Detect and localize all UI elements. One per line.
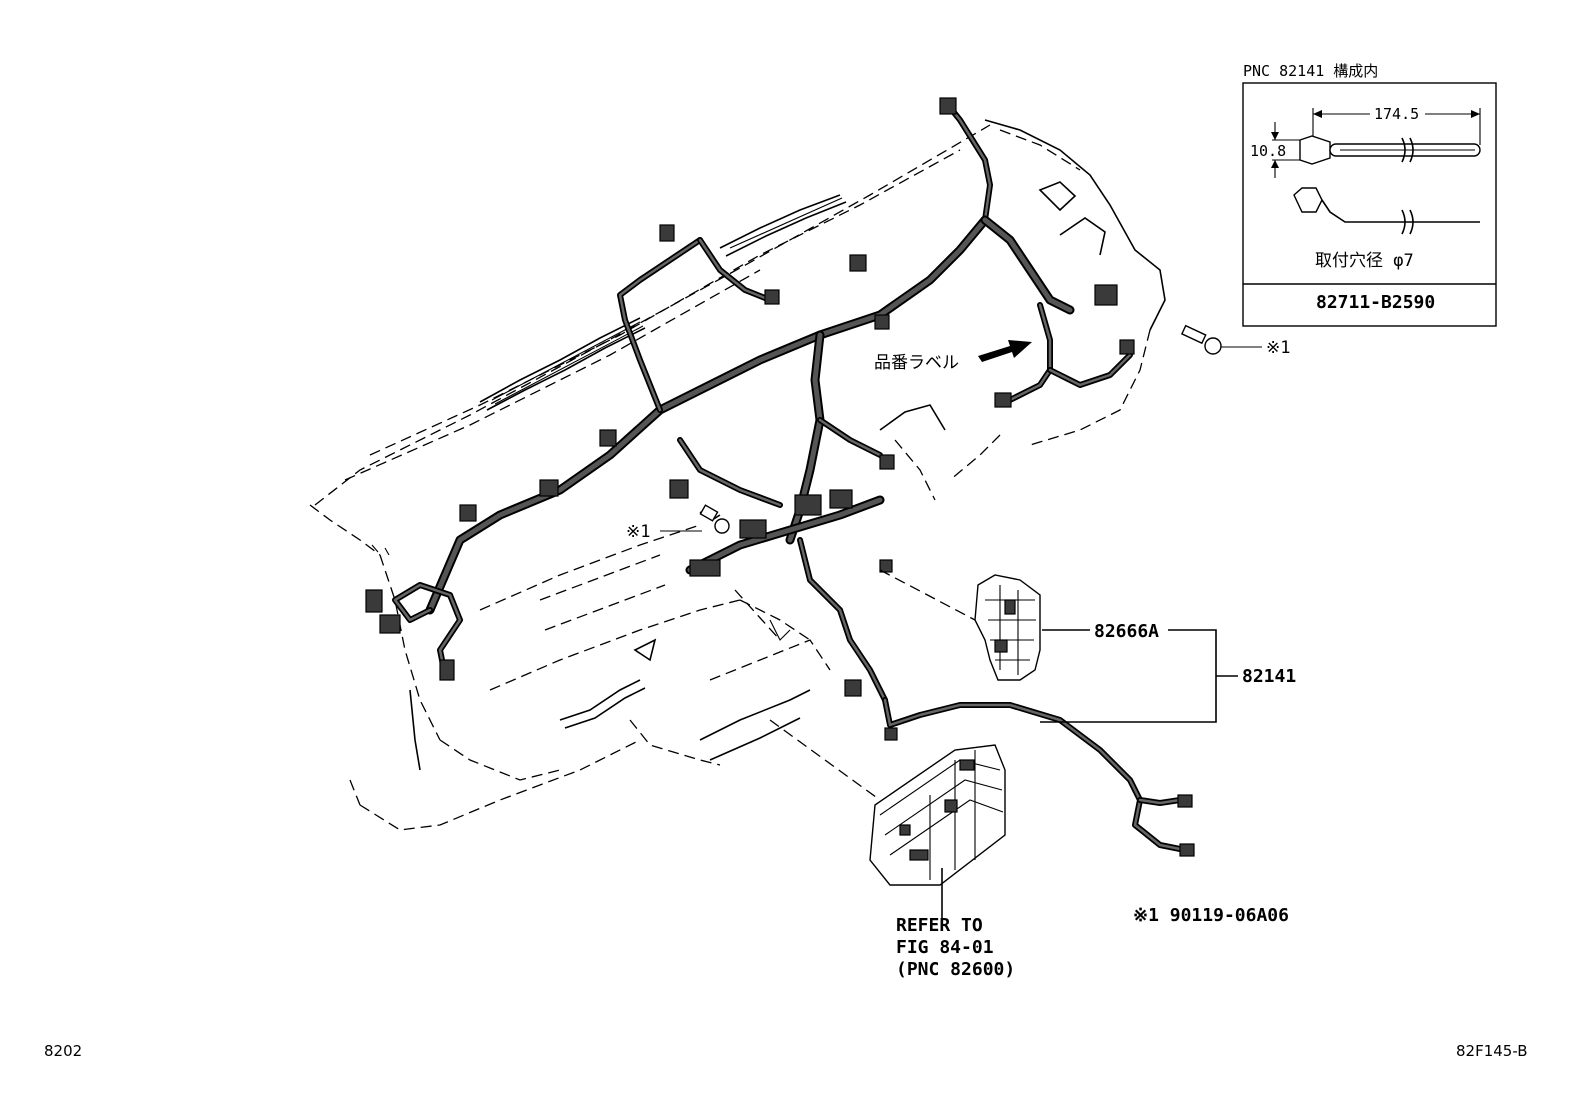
refer-line-2: FIG 84-01	[896, 937, 994, 958]
junction-block	[869, 744, 1006, 886]
bolt-ref-left: ※1	[626, 522, 650, 542]
refer-line-3: (PNC 82600)	[896, 959, 1015, 980]
wire-harness-part-number: 82141	[1242, 666, 1296, 687]
inset-box	[1242, 82, 1497, 327]
wire-harness-82141	[365, 97, 1195, 857]
footer-right-code: 82F145-B	[1456, 1042, 1528, 1060]
inset-header: PNC 82141 構成内	[1243, 62, 1378, 80]
footer-left-code: 8202	[44, 1042, 82, 1060]
relay-block-82666a	[974, 574, 1041, 681]
inset-part-number: 82711-B2590	[1316, 292, 1435, 313]
instrument-panel-outline	[309, 119, 1166, 831]
bolt-right	[1180, 324, 1222, 355]
inset-hole-note: 取付穴径 φ7	[1315, 251, 1414, 271]
refer-line-1: REFER TO	[896, 915, 983, 936]
label-arrow-icon	[978, 340, 1032, 362]
bolt-left	[699, 504, 730, 534]
inset-dimension-diameter: 10.8	[1250, 142, 1286, 160]
part-label-note: 品番ラベル	[874, 353, 959, 373]
relay-block-part-number: 82666A	[1094, 621, 1159, 642]
bolt-part-note: ※1 90119-06A06	[1133, 905, 1289, 926]
bolt-ref-right: ※1	[1266, 338, 1290, 358]
inset-dimension-length: 174.5	[1374, 105, 1419, 123]
